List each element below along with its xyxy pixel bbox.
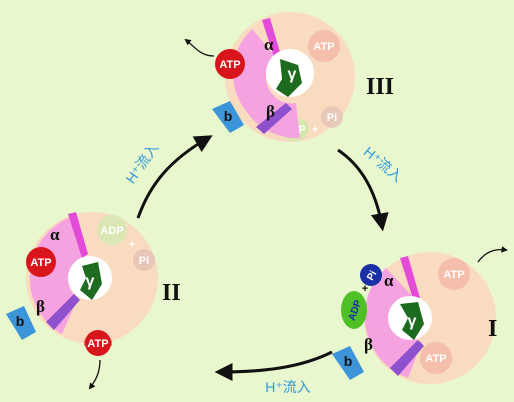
stalk-magenta [262, 18, 282, 63]
b-subunit [6, 306, 36, 340]
stage-2-synthase: ADP + Pi γ α β b [6, 212, 158, 344]
beta-label: β [36, 297, 45, 316]
b-label: b [344, 353, 353, 369]
stalk-magenta [68, 212, 88, 258]
atp-molecule [215, 49, 245, 79]
gamma-label: γ [408, 313, 417, 330]
alpha-label: α [264, 35, 274, 54]
gamma-subunit [80, 262, 102, 300]
faint-adp-site [97, 215, 127, 245]
faint-adp-label: ADP [100, 225, 123, 237]
flow-label-2-to-3: H⁺流入 [122, 140, 161, 186]
atp-label: ATP [219, 59, 240, 71]
b-label: b [16, 313, 25, 329]
flow-arrow-1-to-2 [214, 350, 333, 381]
faint-catalytic-site [438, 258, 470, 290]
stalk-magenta [400, 256, 420, 302]
stage-2-bound-atp: ATP [26, 247, 56, 277]
faint-pi-site [133, 249, 155, 271]
faint-atp-label: ATP [425, 353, 446, 365]
faint-atp-label: ATP [443, 269, 464, 281]
gamma-label: γ [86, 273, 95, 290]
stalk-purple [46, 294, 80, 330]
stage-1-substrates: ADP + Pi [341, 246, 508, 329]
stalk-purple [390, 340, 424, 376]
flow-arrow-3-to-1 [337, 148, 389, 232]
faint-catalytic-site [420, 342, 452, 374]
stage-1-label: I [488, 316, 497, 342]
stage-1-synthase: ATP ATP γ α β b [332, 252, 496, 384]
stage-3-synthase: ATP ADP + Pi γ α β b [212, 12, 355, 142]
stage-2-released-atp: ATP [84, 330, 112, 390]
plus-label: + [362, 283, 368, 295]
release-arrow [88, 359, 101, 390]
stalk-purple [256, 103, 292, 134]
atp-molecule [26, 247, 56, 277]
gamma-subunit [400, 302, 424, 340]
gamma-label: γ [288, 66, 297, 83]
beta-label: β [364, 335, 373, 354]
stage-3-label: III [366, 74, 394, 100]
b-subunit [332, 346, 364, 380]
atp-label: ATP [30, 257, 51, 269]
faint-pi-label: Pi [327, 112, 337, 124]
b-subunit [212, 101, 244, 133]
beta-label: β [266, 102, 275, 121]
stage-3-released-atp: ATP [184, 38, 245, 79]
flow-label-3-to-1: H⁺流入 [361, 143, 406, 185]
faint-plus: + [129, 239, 135, 251]
faint-pi-label: Pi [139, 255, 149, 267]
atp-molecule [85, 330, 111, 356]
adp-molecule [341, 291, 367, 329]
faint-plus: + [312, 124, 318, 136]
atp-label: ATP [87, 338, 108, 350]
faint-pi-site [321, 106, 343, 128]
faint-atp-label: ATP [313, 41, 334, 53]
rotor-lower-pink [29, 274, 78, 334]
rotor-pink [232, 29, 276, 111]
release-arrow [477, 246, 508, 263]
alpha-label: α [384, 271, 394, 290]
faint-catalytic-site [308, 30, 340, 62]
release-arrow [184, 38, 215, 57]
pi-molecule [360, 264, 382, 286]
flow-arrow-2-to-3 [136, 135, 213, 219]
alpha-label: α [50, 225, 60, 244]
b-label: b [224, 108, 233, 124]
stage-2-label: II [162, 280, 181, 306]
flow-label-1-to-2: H⁺流入 [265, 379, 311, 395]
gamma-subunit [276, 59, 302, 97]
